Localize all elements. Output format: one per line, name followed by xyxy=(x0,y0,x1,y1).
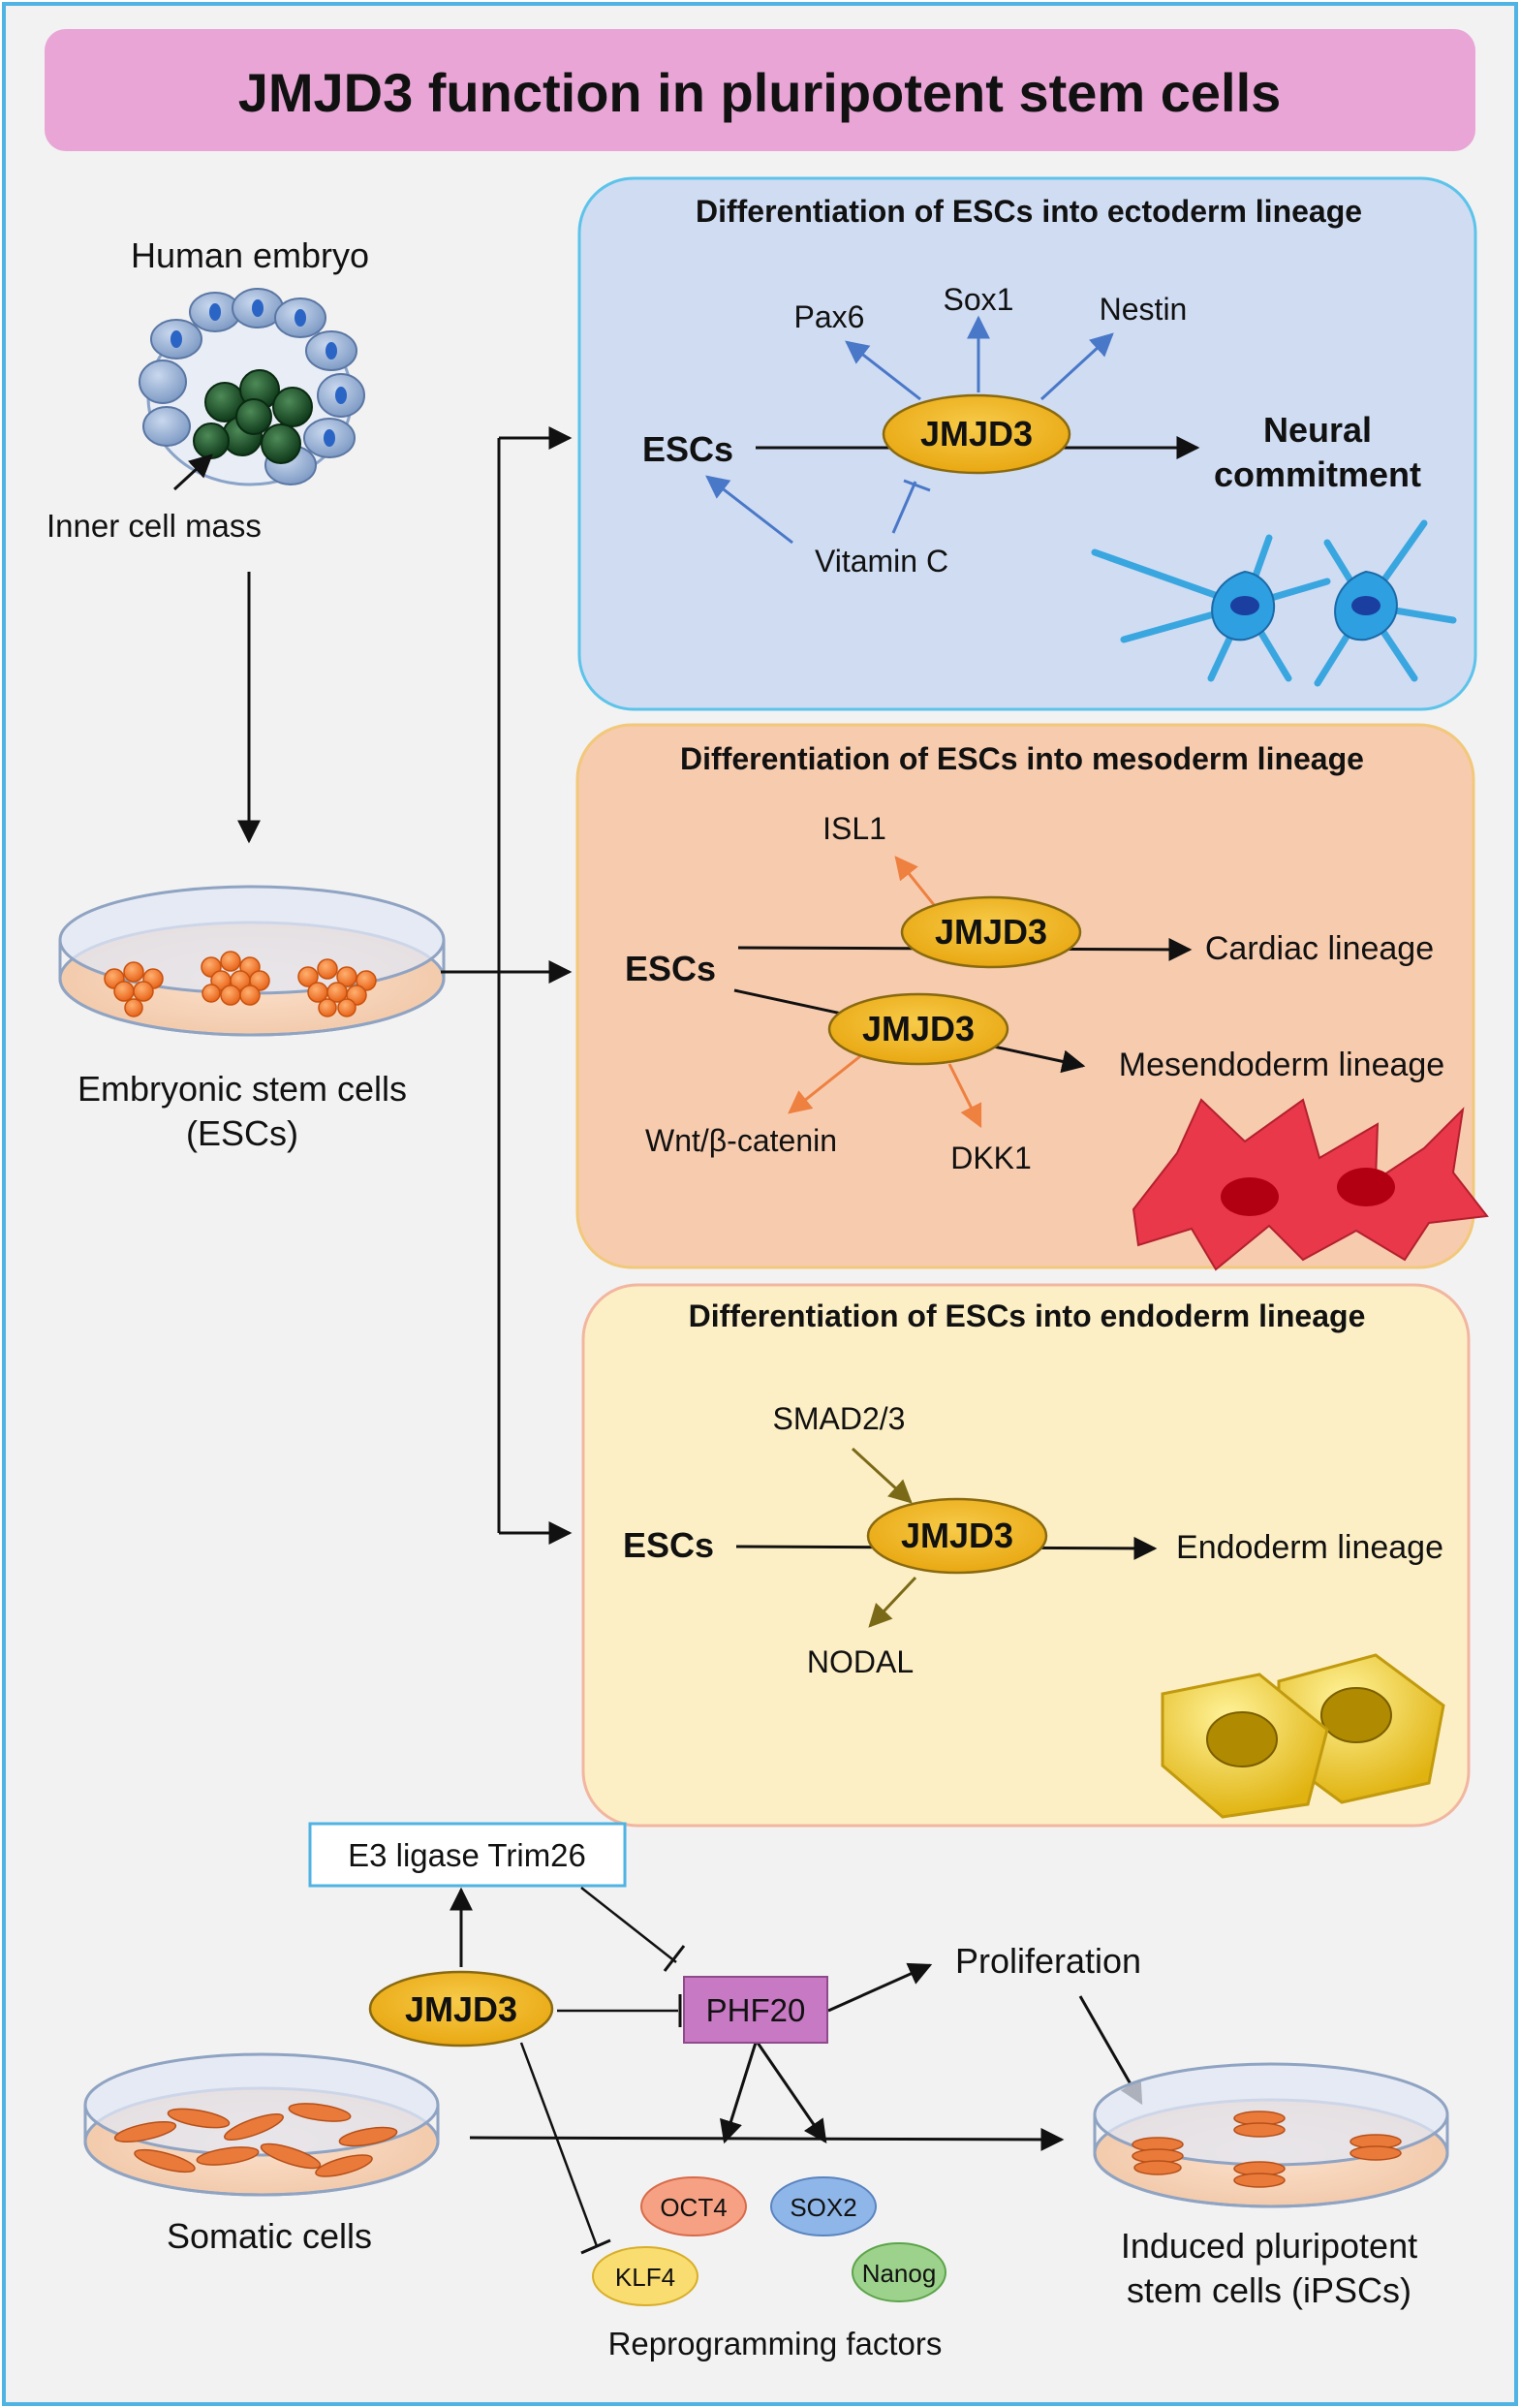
trim26-label: E3 ligase Trim26 xyxy=(348,1837,586,1873)
phf20-box xyxy=(683,1976,828,2044)
sox2-label: SOX2 xyxy=(790,2193,856,2222)
esc-label-line1: Embryonic stem cells xyxy=(78,1069,407,1109)
esc-culture-dish xyxy=(58,885,446,1037)
reprogramming-factors-label: Reprogramming factors xyxy=(608,2326,943,2361)
branch-connectors xyxy=(441,426,573,1545)
dkk1-label: DKK1 xyxy=(950,1141,1032,1175)
endoderm-escs: ESCs xyxy=(623,1525,714,1565)
mesoderm-panel xyxy=(575,723,1475,1269)
oct4-label: OCT4 xyxy=(660,2193,727,2222)
endoderm-cell-illustration xyxy=(1161,1653,1445,1819)
ectoderm-arrows xyxy=(705,315,1200,545)
vitamin-c-label: Vitamin C xyxy=(815,544,948,579)
isl1-label: ISL1 xyxy=(822,811,886,846)
nanog-node xyxy=(852,2242,946,2302)
klf4-node xyxy=(592,2246,698,2306)
pax6-label: Pax6 xyxy=(794,299,865,334)
inner-cell-mass-label: Inner cell mass xyxy=(47,508,262,544)
ipsc-dish xyxy=(1093,2062,1449,2208)
page-title: JMJD3 function in pluripotent stem cells xyxy=(238,62,1282,123)
ipsc-label-line2: stem cells (iPSCs) xyxy=(1127,2270,1411,2310)
klf4-label: KLF4 xyxy=(615,2263,675,2292)
wnt-label: Wnt/β-catenin xyxy=(645,1123,837,1158)
mesoderm-header: Differentiation of ESCs into mesoderm li… xyxy=(680,741,1364,776)
human-embryo-label: Human embryo xyxy=(131,235,369,275)
mesendoderm-lineage-label: Mesendoderm lineage xyxy=(1119,1047,1444,1083)
endoderm-lineage-label: Endoderm lineage xyxy=(1176,1529,1443,1566)
neuron-illustration xyxy=(1091,519,1457,687)
endoderm-jmjd3-node xyxy=(866,1497,1048,1575)
trim26-box xyxy=(308,1822,627,1888)
title-banner xyxy=(45,29,1475,151)
mesoderm-escs: ESCs xyxy=(625,949,716,988)
smad-label: SMAD2/3 xyxy=(773,1401,906,1436)
nodal-label: NODAL xyxy=(807,1644,914,1679)
ipsc-label-line1: Induced pluripotent xyxy=(1121,2226,1417,2266)
somatic-cells-label: Somatic cells xyxy=(167,2216,372,2256)
endoderm-header: Differentiation of ESCs into endoderm li… xyxy=(689,1298,1366,1333)
ectoderm-header: Differentiation of ESCs into ectoderm li… xyxy=(696,194,1362,229)
sox1-label: Sox1 xyxy=(944,282,1014,317)
nestin-label: Nestin xyxy=(1100,292,1188,327)
nanog-label: Nanog xyxy=(862,2259,937,2288)
neural-commitment-line2: commitment xyxy=(1214,454,1421,494)
ectoderm-escs: ESCs xyxy=(642,429,733,469)
neural-commitment-line1: Neural xyxy=(1263,410,1372,450)
reprog-jmjd3-node xyxy=(368,1970,554,2048)
esc-label-line2: (ESCs) xyxy=(186,1113,298,1153)
mesoderm-jmjd3-bottom-label: JMJD3 xyxy=(862,1009,975,1048)
mesoderm-jmjd3-top-label: JMJD3 xyxy=(935,912,1047,952)
reprog-jmjd3-label: JMJD3 xyxy=(405,1989,517,2029)
ectoderm-jmjd3-label: JMJD3 xyxy=(920,414,1033,453)
oct4-node xyxy=(640,2176,747,2236)
human-embryo-illustration xyxy=(139,288,365,491)
proliferation-label: Proliferation xyxy=(955,1941,1141,1981)
phf20-label: PHF20 xyxy=(706,1992,806,2028)
cardiac-lineage-label: Cardiac lineage xyxy=(1205,930,1434,967)
ectoderm-jmjd3-node xyxy=(882,393,1071,475)
mesoderm-jmjd3-top-node xyxy=(900,895,1082,969)
sox2-node xyxy=(770,2176,877,2236)
mesoderm-jmjd3-bottom-node xyxy=(827,992,1009,1066)
endoderm-jmjd3-label: JMJD3 xyxy=(901,1516,1013,1555)
somatic-cell-dish xyxy=(83,2052,440,2197)
mesendoderm-cell-illustration xyxy=(1132,1098,1489,1271)
reprogramming-arrows xyxy=(450,1887,1143,2255)
